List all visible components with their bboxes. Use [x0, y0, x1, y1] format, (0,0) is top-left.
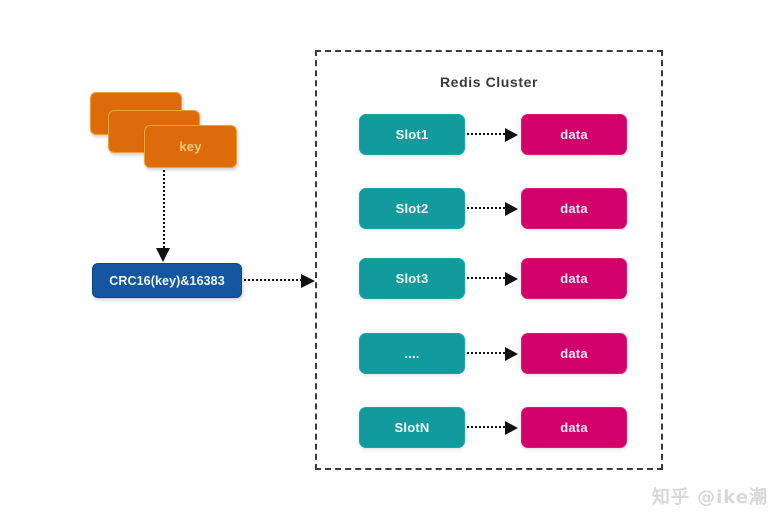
slot-box: .... [359, 333, 465, 374]
data-label: data [560, 346, 588, 361]
data-box: data [521, 333, 627, 374]
key-to-hash-connector-line [163, 170, 168, 252]
slot-to-data-arrowhead-icon [505, 201, 518, 216]
data-box: data [521, 114, 627, 155]
slot-to-data-connector-line [467, 207, 509, 212]
data-label: data [560, 201, 588, 216]
slot-box: Slot1 [359, 114, 465, 155]
redis-cluster-boundary [315, 50, 663, 470]
slot-box: SlotN [359, 407, 465, 448]
hash-function-node: CRC16(key)&16383 [92, 263, 242, 298]
slot-row: Slot3 data [0, 258, 782, 299]
slot-box: Slot2 [359, 188, 465, 229]
slot-row: SlotN data [0, 407, 782, 448]
slot-row: Slot2 data [0, 188, 782, 229]
data-label: data [560, 271, 588, 286]
slot-to-data-arrowhead-icon [505, 420, 518, 435]
slot-label: SlotN [394, 420, 430, 435]
slot-box: Slot3 [359, 258, 465, 299]
data-box: data [521, 188, 627, 229]
slot-to-data-connector-line [467, 277, 509, 282]
data-label: data [560, 127, 588, 142]
slot-row: Slot1 data [0, 114, 782, 155]
slot-label: Slot2 [395, 201, 429, 216]
slot-label: Slot1 [395, 127, 429, 142]
key-box-front: key [144, 125, 237, 168]
slot-to-data-arrowhead-icon [505, 346, 518, 361]
key-label: key [179, 139, 202, 154]
hash-to-cluster-arrowhead-icon [301, 273, 315, 288]
slot-to-data-connector-line [467, 133, 509, 138]
redis-cluster-title: Redis Cluster [439, 74, 539, 90]
hash-function-label: CRC16(key)&16383 [109, 273, 225, 288]
slot-to-data-arrowhead-icon [505, 127, 518, 142]
slot-to-data-connector-line [467, 352, 509, 357]
data-label: data [560, 420, 588, 435]
slot-to-data-arrowhead-icon [505, 271, 518, 286]
slot-label: Slot3 [395, 271, 429, 286]
hash-to-cluster-connector-line [244, 279, 306, 284]
slot-label: .... [404, 346, 420, 361]
slot-row: .... data [0, 333, 782, 374]
data-box: data [521, 258, 627, 299]
slot-to-data-connector-line [467, 426, 509, 431]
watermark: 知乎 @ike潮 [651, 487, 768, 508]
key-to-hash-arrowhead-icon [156, 248, 170, 262]
data-box: data [521, 407, 627, 448]
